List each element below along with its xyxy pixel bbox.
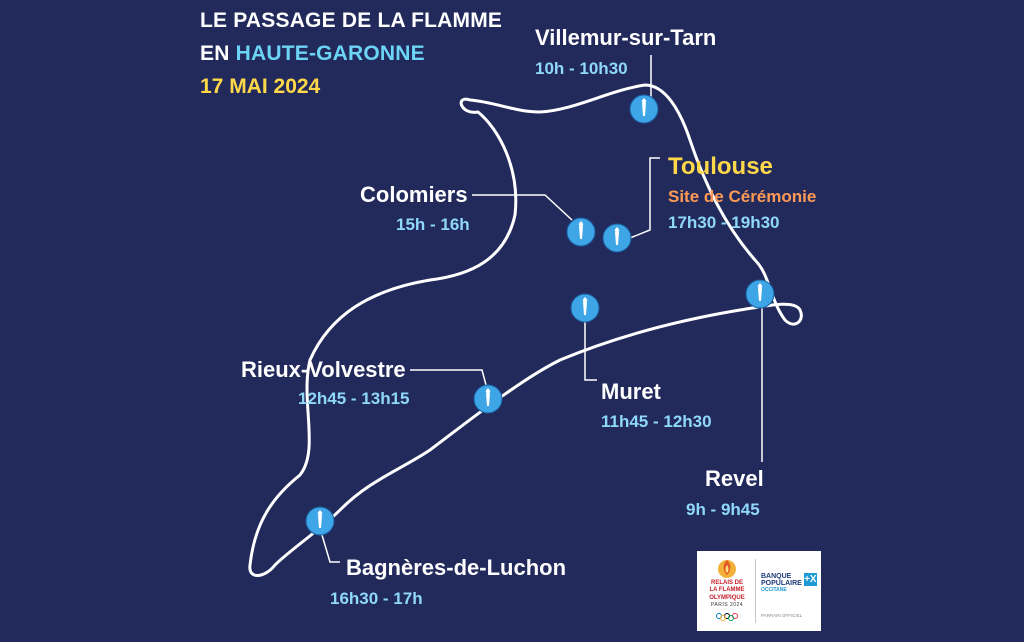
title-prefix: EN xyxy=(200,42,236,65)
leader-line-muret xyxy=(584,320,597,381)
torch-markers xyxy=(305,94,775,536)
city-label-luchon: Bagnères-de-Luchon xyxy=(346,555,567,580)
title-region: HAUTE-GARONNE xyxy=(235,42,425,65)
olympic-rings-icon xyxy=(716,612,738,621)
relais-text-3: OLYMPIQUE xyxy=(709,594,745,601)
banque-populaire-logo-icon: BANQUE POPULAIRE OCCITANE +X xyxy=(761,573,817,596)
relais-flamme-logo: RELAIS DE LA FLAMME OLYMPIQUE PARIS 2024 xyxy=(701,557,753,627)
page-title-line2: EN HAUTE-GARONNE xyxy=(200,43,425,64)
leader-line-colomiers xyxy=(472,194,573,221)
city-label-revel: Revel xyxy=(705,466,764,491)
leader-line-rieux xyxy=(410,369,487,386)
relais-text-2: LA FLAMME xyxy=(709,587,745,594)
time-label-villemur: 10h - 10h30 xyxy=(535,59,628,78)
sponsor-sub: OCCITANE xyxy=(761,586,787,593)
subtitle-toulouse: Site de Cérémonie xyxy=(668,187,817,206)
sponsor-mark: +X xyxy=(803,573,817,586)
city-label-rieux: Rieux-Volvestre xyxy=(241,357,406,382)
time-label-rieux: 12h45 - 13h15 xyxy=(298,389,410,408)
torch-marker-icon[interactable] xyxy=(570,293,600,323)
relais-text-1: RELAIS DE xyxy=(710,580,743,586)
torch-marker-icon[interactable] xyxy=(745,279,775,309)
city-label-colomiers: Colomiers xyxy=(360,182,468,207)
city-label-muret: Muret xyxy=(601,379,661,404)
sponsor-logo-card: RELAIS DE LA FLAMME OLYMPIQUE PARIS 2024… xyxy=(697,551,821,631)
torch-marker-icon[interactable] xyxy=(566,217,596,247)
torch-marker-icon[interactable] xyxy=(629,94,659,124)
time-label-toulouse: 17h30 - 19h30 xyxy=(668,213,780,232)
torch-marker-icon[interactable] xyxy=(473,384,503,414)
leader-lines xyxy=(321,55,763,563)
city-label-toulouse: Toulouse xyxy=(668,153,773,180)
logo-divider xyxy=(755,559,756,623)
leader-line-luchon xyxy=(321,534,340,563)
leader-line-toulouse xyxy=(629,157,660,239)
event-date: 17 MAI 2024 xyxy=(200,75,321,98)
partner-label: PARRAIN OFFICIEL xyxy=(761,613,803,618)
olympic-flame-logo-icon xyxy=(718,560,736,578)
sponsor-line1: BANQUE xyxy=(761,573,792,580)
flame-route-path xyxy=(248,83,803,577)
paris-2024-text: PARIS 2024 xyxy=(710,601,744,608)
city-label-villemur: Villemur-sur-Tarn xyxy=(535,25,717,50)
time-label-revel: 9h - 9h45 xyxy=(686,500,760,519)
page-title-line1: LE PASSAGE DE LA FLAMME xyxy=(200,9,503,32)
torch-marker-icon[interactable] xyxy=(602,223,632,253)
torch-marker-icon[interactable] xyxy=(305,506,335,536)
time-label-colomiers: 15h - 16h xyxy=(396,215,470,234)
time-label-luchon: 16h30 - 17h xyxy=(330,589,423,608)
time-label-muret: 11h45 - 12h30 xyxy=(601,412,712,431)
sponsor-line2: POPULAIRE xyxy=(761,580,802,588)
